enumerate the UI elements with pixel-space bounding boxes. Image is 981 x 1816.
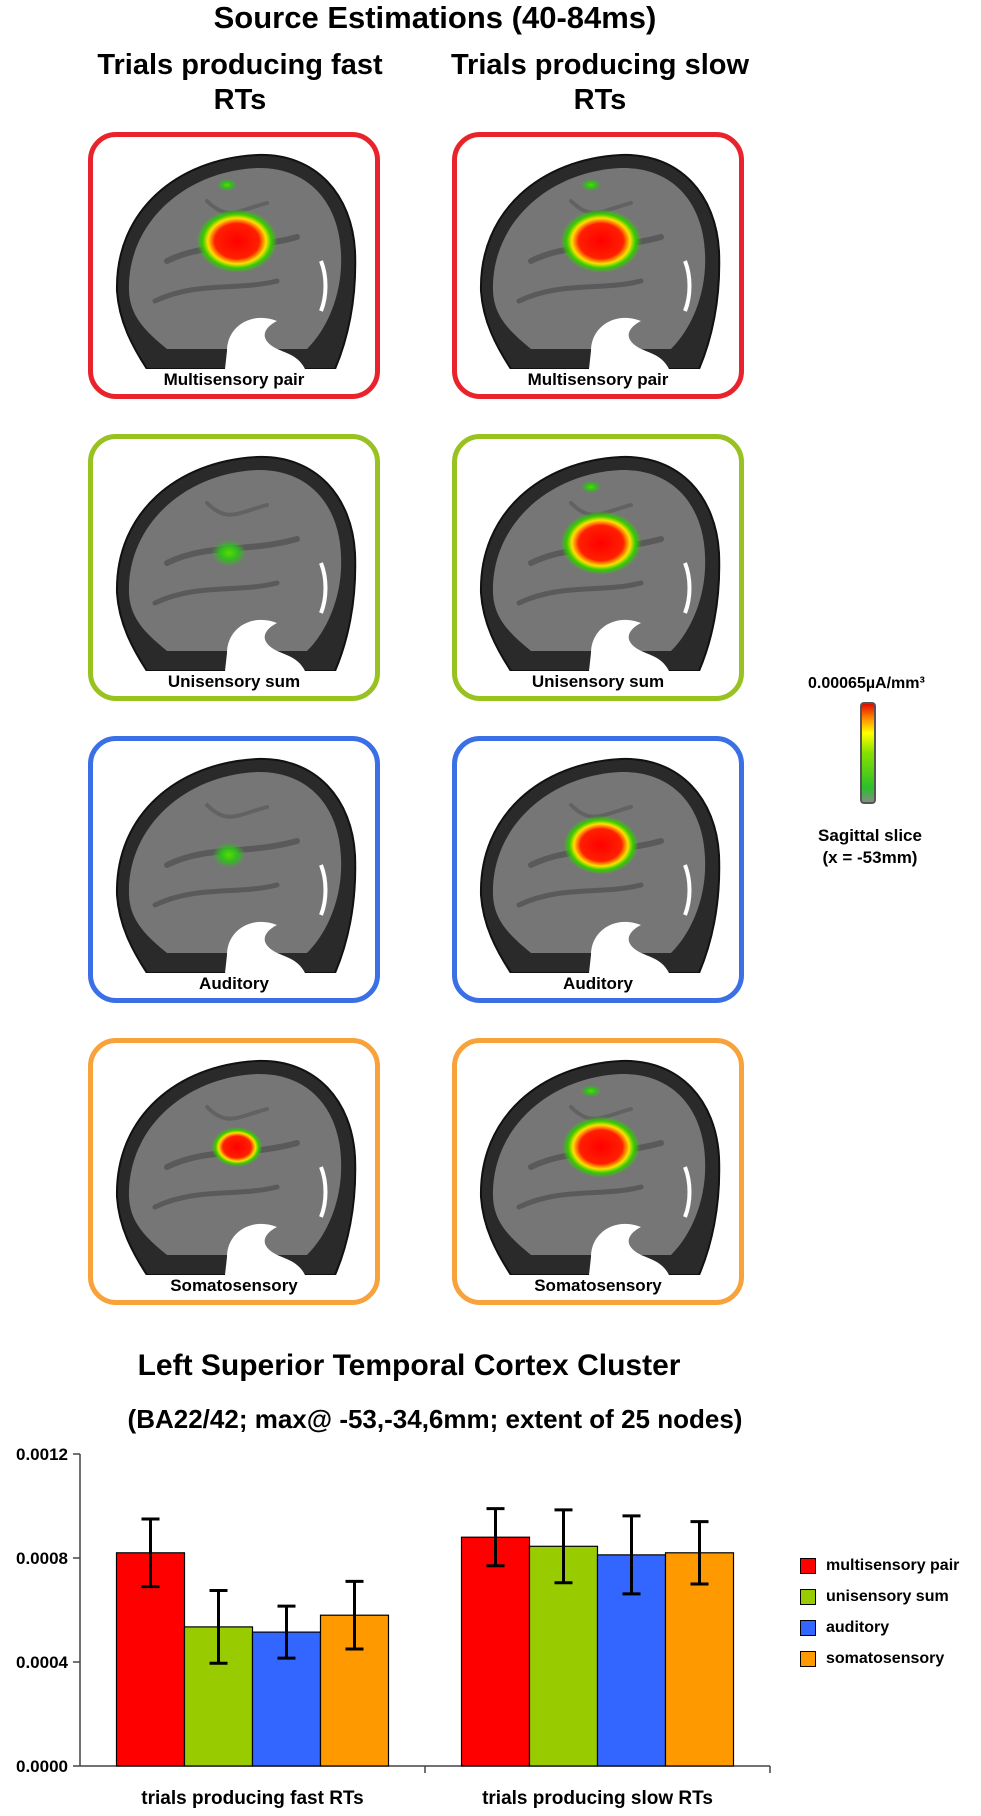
bar-multisensory-pair-0 bbox=[115, 1552, 186, 1767]
brain-slice-image bbox=[479, 455, 721, 671]
chart-subtitle: (BA22/42; max@ -53,-34,6mm; extent of 25… bbox=[127, 1404, 743, 1434]
bar-multisensory-pair-1 bbox=[460, 1536, 531, 1767]
chart-legend: multisensory pair unisensory sum auditory s… bbox=[800, 1556, 981, 1686]
error-bar bbox=[690, 1520, 709, 1586]
brain-panel-slow-1: Unisensory sum bbox=[452, 434, 744, 701]
brain-panel-fast-0: Multisensory pair bbox=[88, 132, 380, 399]
chart-title: Left Superior Temporal Cortex Cluster bbox=[137, 1349, 681, 1382]
brain-panel-fast-1: Unisensory sum bbox=[88, 434, 380, 701]
panel-label: Multisensory pair bbox=[163, 370, 305, 389]
y-tick-label: 0.0008 bbox=[16, 1549, 68, 1568]
panel-label: Unisensory sum bbox=[531, 672, 665, 691]
brain-slice-image bbox=[115, 757, 357, 973]
colorbar-max-label: 0.00065µA/mm³ bbox=[808, 675, 925, 692]
legend-label: somatosensory bbox=[826, 1650, 945, 1667]
error-bar bbox=[486, 1507, 505, 1568]
column-heading-fast: Trials producing fast RTs bbox=[97, 49, 383, 116]
brain-slice-image bbox=[115, 1059, 357, 1275]
error-bar bbox=[209, 1589, 228, 1665]
brain-slice-image bbox=[479, 153, 721, 369]
figure-title: Source Estimations (40-84ms) bbox=[213, 0, 657, 35]
panel-label: Somatosensory bbox=[534, 1276, 662, 1295]
y-tick-label: 0.0004 bbox=[16, 1653, 69, 1672]
error-bar bbox=[345, 1579, 364, 1651]
brain-panel-fast-2: Auditory bbox=[88, 736, 380, 1003]
legend-item: auditory bbox=[800, 1618, 889, 1638]
error-bar bbox=[622, 1514, 641, 1596]
panel-label: Multisensory pair bbox=[527, 370, 669, 389]
legend-item: somatosensory bbox=[800, 1649, 944, 1669]
bar-chart: 0.0000 0.0004 0.0008 0.0012 trials producing… bbox=[16, 1445, 771, 1809]
legend-swatch bbox=[800, 1651, 816, 1667]
legend-label: multisensory pair bbox=[826, 1557, 960, 1574]
column-heading-slow: Trials producing slow RTs bbox=[450, 49, 750, 116]
colorbar bbox=[860, 702, 876, 804]
x-category-label: trials producing slow RTs bbox=[482, 1788, 713, 1809]
error-bar bbox=[277, 1604, 296, 1660]
slice-note: Sagittal slice (x = -53mm) bbox=[800, 825, 940, 869]
panel-label: Unisensory sum bbox=[167, 672, 301, 691]
brain-slice-image bbox=[115, 455, 357, 671]
panel-label: Auditory bbox=[199, 974, 269, 993]
x-category-label: trials producing fast RTs bbox=[141, 1788, 363, 1809]
brain-slice-image bbox=[479, 757, 721, 973]
y-tick-label: 0.0000 bbox=[16, 1757, 68, 1776]
legend-swatch bbox=[800, 1589, 816, 1605]
panel-label: Somatosensory bbox=[170, 1276, 298, 1295]
legend-item: multisensory pair bbox=[800, 1556, 959, 1576]
y-tick-label: 0.0012 bbox=[16, 1445, 68, 1464]
brain-panel-fast-3: Somatosensory bbox=[88, 1038, 380, 1305]
brain-panel-slow-2: Auditory bbox=[452, 736, 744, 1003]
brain-panel-slow-3: Somatosensory bbox=[452, 1038, 744, 1305]
legend-label: auditory bbox=[826, 1619, 890, 1636]
slice-note-line1: Sagittal slice bbox=[818, 826, 922, 845]
error-bar bbox=[554, 1508, 573, 1585]
panel-label: Auditory bbox=[563, 974, 633, 993]
error-bar bbox=[141, 1517, 160, 1589]
legend-label: unisensory sum bbox=[826, 1588, 949, 1605]
brain-slice-image bbox=[115, 153, 357, 369]
brain-slice-image bbox=[479, 1059, 721, 1275]
brain-panel-slow-0: Multisensory pair bbox=[452, 132, 744, 399]
legend-item: unisensory sum bbox=[800, 1587, 949, 1607]
legend-swatch bbox=[800, 1558, 816, 1574]
legend-swatch bbox=[800, 1620, 816, 1636]
slice-note-line2: (x = -53mm) bbox=[822, 848, 918, 867]
